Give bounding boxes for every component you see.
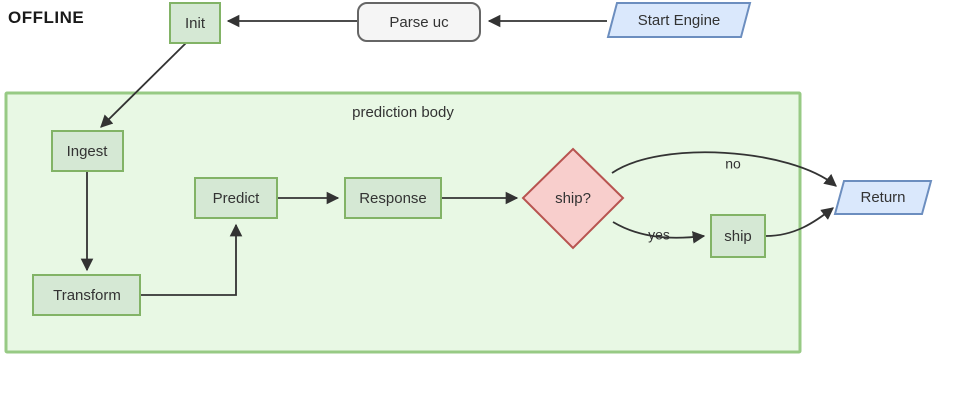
edge-transform-to-predict: [141, 223, 243, 296]
node-start-engine-label: Start Engine: [638, 12, 721, 29]
node-ship-question[interactable]: ship?: [521, 147, 625, 250]
node-transform-label: Transform: [53, 287, 121, 304]
edge-label-no: no: [725, 156, 741, 172]
node-response[interactable]: Response: [344, 177, 442, 219]
node-start-engine[interactable]: Start Engine: [606, 2, 752, 38]
node-init-label: Init: [185, 15, 206, 32]
node-ship-question-label: ship?: [555, 190, 591, 207]
node-parse-uc[interactable]: Parse uc: [357, 2, 481, 42]
node-ingest[interactable]: Ingest: [51, 130, 124, 172]
node-parse-uc-label: Parse uc: [389, 14, 449, 31]
subgraph-label: prediction body: [352, 104, 454, 121]
node-ship[interactable]: ship: [710, 214, 766, 258]
node-response-label: Response: [359, 190, 427, 207]
edge-init-to-ingest: [100, 42, 187, 128]
page-title: OFFLINE: [8, 8, 85, 27]
node-return-label: Return: [860, 189, 905, 206]
edge-ship-question-to-ship-yes: yes: [612, 221, 706, 244]
node-init[interactable]: Init: [169, 2, 221, 44]
node-transform[interactable]: Transform: [32, 274, 141, 316]
node-predict[interactable]: Predict: [194, 177, 278, 219]
node-return[interactable]: Return: [833, 180, 933, 215]
edge-ship-to-return: [765, 207, 834, 237]
node-predict-label: Predict: [213, 190, 261, 207]
node-ingest-label: Ingest: [67, 143, 109, 160]
node-ship-label: ship: [724, 228, 752, 245]
edge-label-yes: yes: [648, 227, 670, 243]
edge-ship-question-to-return-no: no: [611, 151, 837, 187]
subgraph-prediction-body: prediction body: [4, 91, 802, 354]
